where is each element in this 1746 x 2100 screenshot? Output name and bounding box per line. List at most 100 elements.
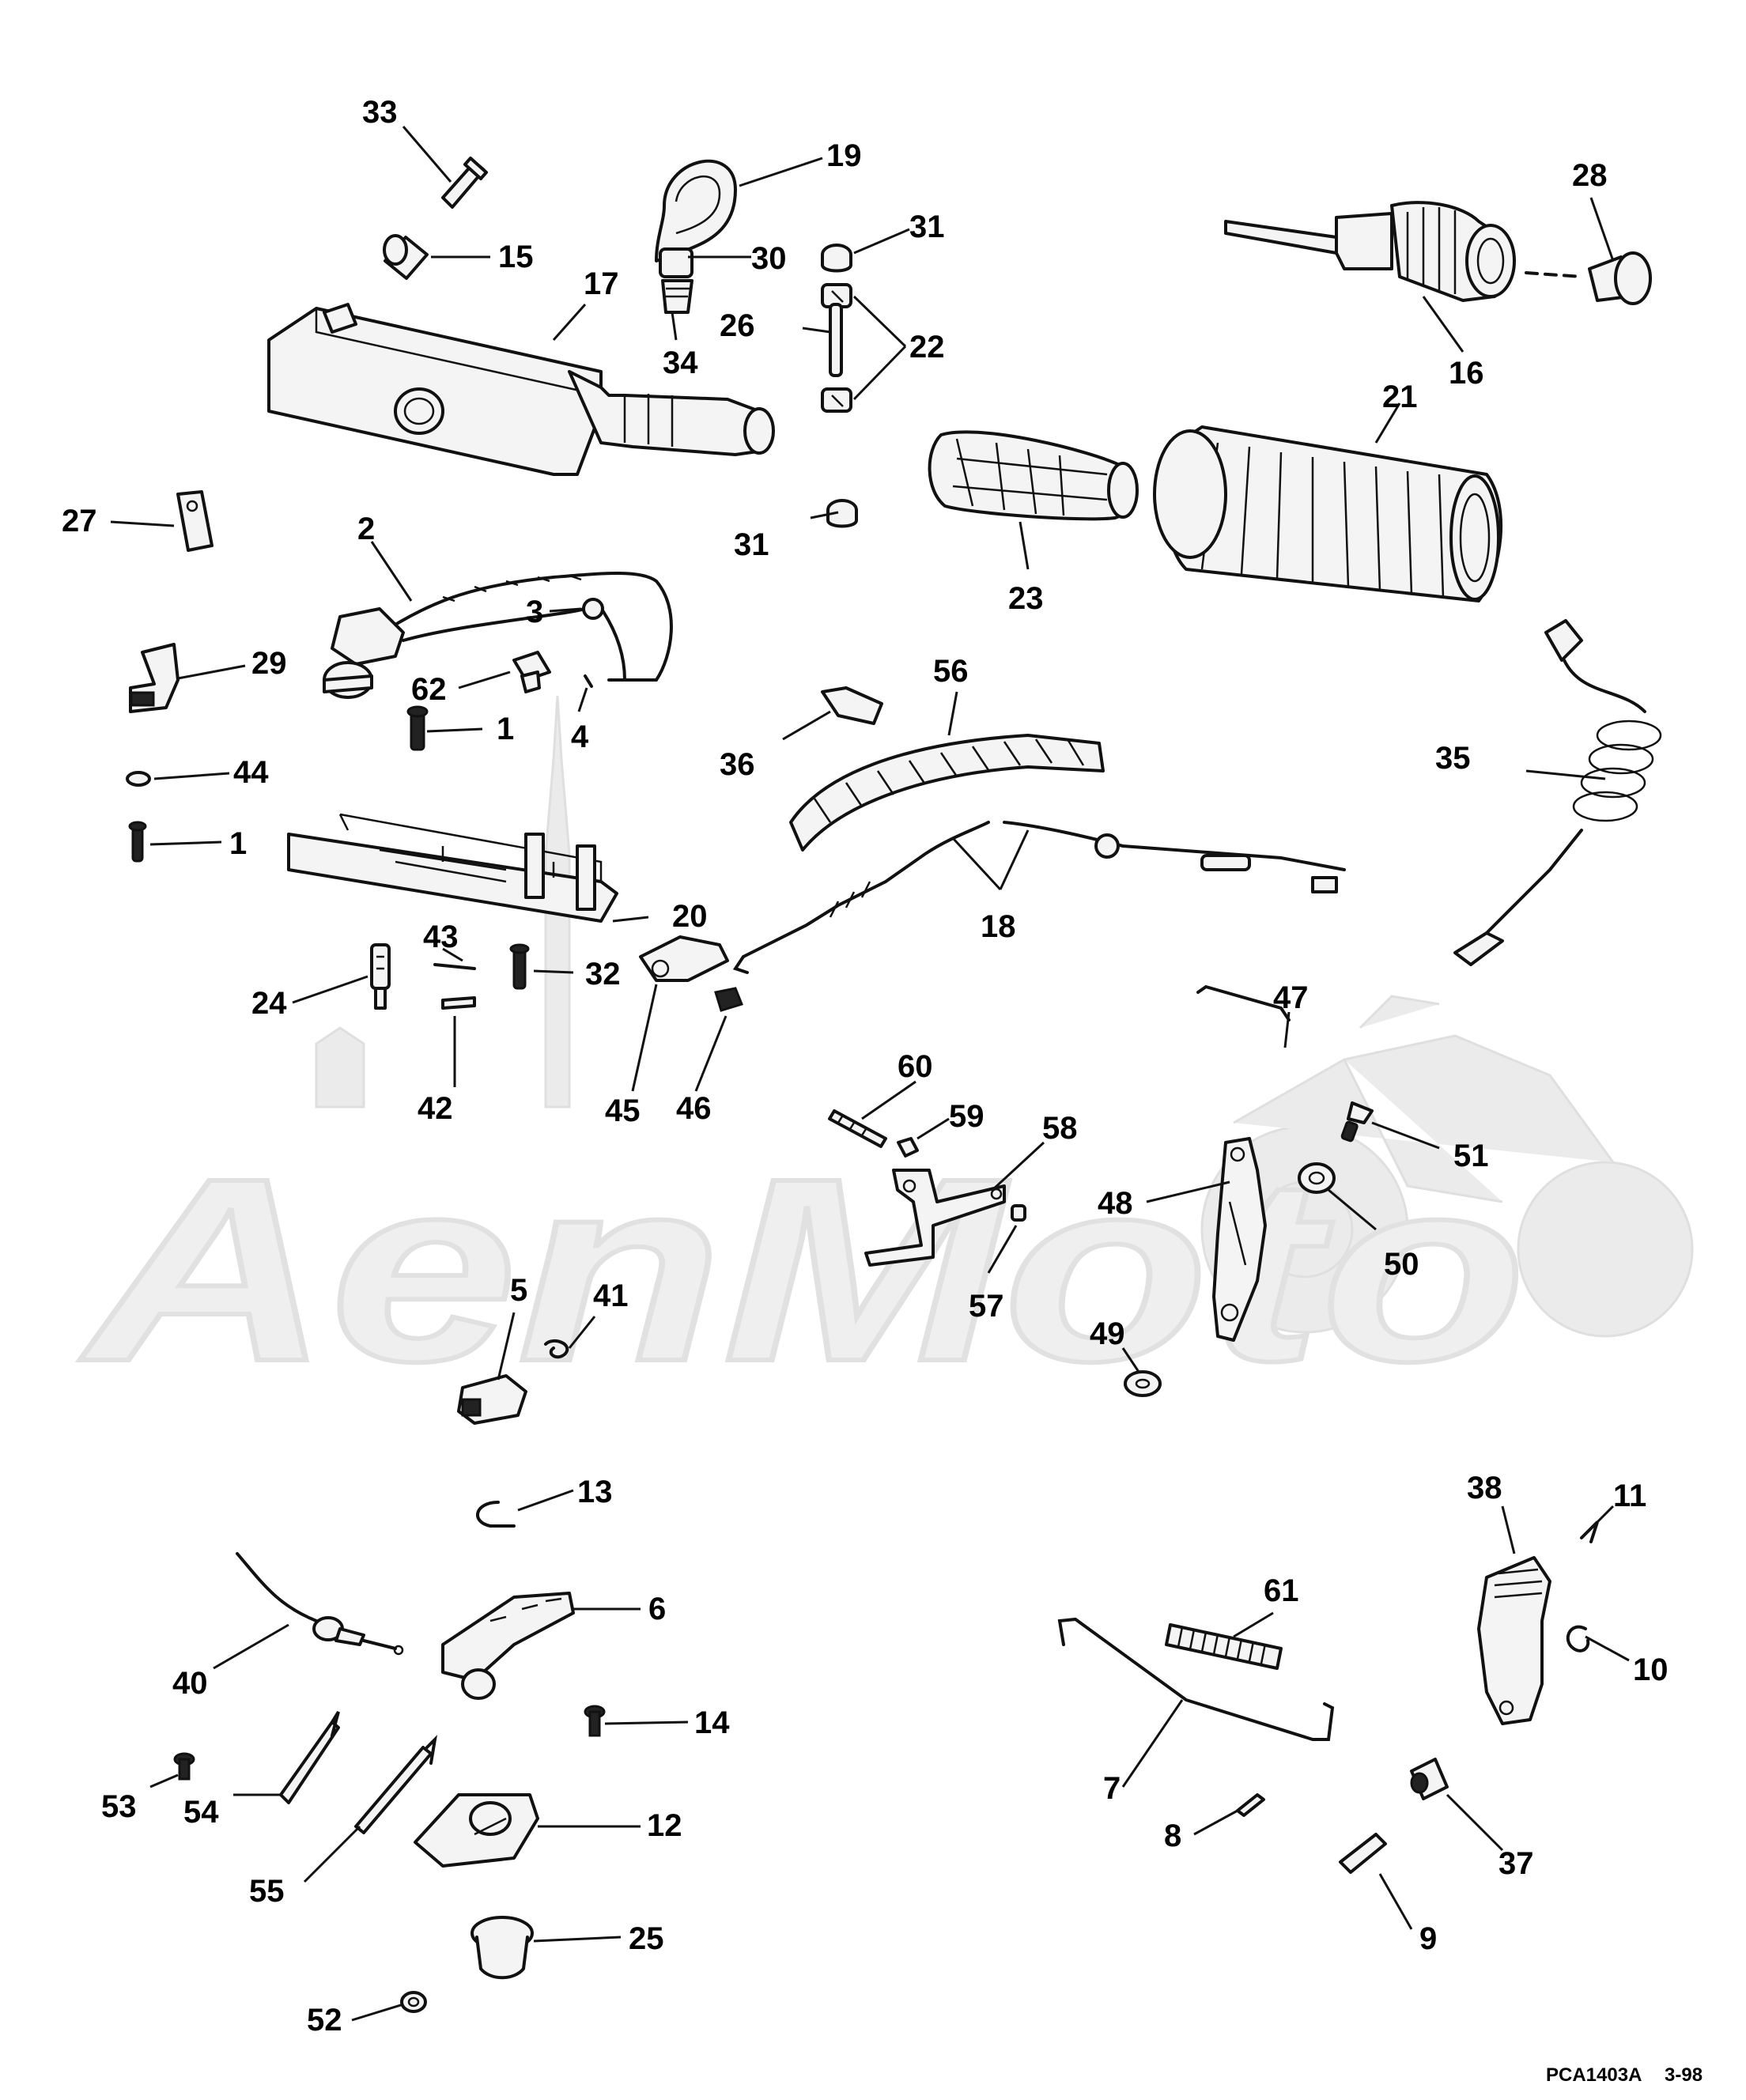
callout-47: 47 (1273, 980, 1309, 1015)
callout-20: 20 (672, 899, 708, 934)
part-40-cable (236, 1552, 404, 1656)
callout-11: 11 (1613, 1479, 1646, 1513)
callout-9: 9 (1419, 1921, 1437, 1956)
part-13-retaining-ring (476, 1501, 516, 1528)
callout-8: 8 (1164, 1819, 1181, 1853)
part-15-sleeve (383, 234, 429, 280)
callout-56: 56 (933, 654, 969, 689)
callout-32: 32 (585, 957, 621, 991)
part-31-nut-top (821, 244, 852, 273)
callout-44: 44 (233, 755, 269, 790)
callout-42: 42 (418, 1091, 453, 1126)
callout-14: 14 (694, 1705, 730, 1740)
part-2-stop-switch (323, 572, 673, 699)
part-58-bracket (864, 1169, 1006, 1267)
callout-62: 62 (411, 672, 447, 707)
part-45-bracket (639, 935, 729, 982)
part-1-screw-b (128, 821, 147, 863)
part-7-link-rod (1057, 1617, 1335, 1741)
figure-reference: PCA1403A 3-98 (1546, 2064, 1703, 2086)
callout-49: 49 (1090, 1316, 1125, 1351)
callout-1: 1 (497, 712, 514, 746)
callout-40: 40 (172, 1666, 208, 1701)
part-62-screw (512, 651, 551, 693)
assembly-line-16-28 (1525, 271, 1583, 278)
part-27-plate (176, 490, 214, 552)
part-12-bracket (414, 1793, 539, 1868)
callout-24: 24 (251, 986, 287, 1021)
callout-48: 48 (1098, 1186, 1133, 1221)
part-35-lanyard (1453, 619, 1662, 966)
callout-18: 18 (981, 909, 1016, 944)
callout-7: 7 (1103, 1771, 1121, 1806)
callout-17: 17 (584, 266, 619, 301)
part-53-screw (173, 1752, 195, 1781)
callout-26: 26 (720, 308, 755, 343)
part-32-screw (509, 943, 530, 990)
part-46-screw (714, 987, 743, 1012)
part-10-clip (1566, 1625, 1590, 1652)
part-16-throttle-tube (1224, 201, 1516, 302)
callout-51: 51 (1453, 1139, 1489, 1173)
part-23-grip-insert (928, 430, 1139, 521)
callout-35: 35 (1435, 741, 1471, 776)
callout-31: 31 (909, 210, 945, 244)
part-36-clip (821, 686, 883, 725)
callout-60: 60 (898, 1049, 933, 1084)
part-8-pin (1236, 1793, 1265, 1817)
part-44-washer (126, 771, 151, 787)
part-21-grip (1153, 425, 1503, 602)
part-1-screw-a (406, 705, 429, 751)
part-41-clip (544, 1339, 569, 1359)
callout-36: 36 (720, 747, 755, 782)
callout-31b: 31 (734, 527, 769, 562)
callout-2: 2 (357, 512, 375, 546)
part-55-link (354, 1735, 437, 1834)
part-48-lever-plate (1212, 1137, 1267, 1342)
part-22-insert-bottom (821, 387, 852, 413)
callout-53: 53 (101, 1789, 137, 1824)
part-20-base-plate (287, 813, 618, 923)
callout-19: 19 (826, 138, 862, 173)
part-59-nut (897, 1137, 919, 1158)
callout-numbers: 33 19 15 30 31 28 17 26 22 34 16 21 27 3… (62, 95, 1669, 2038)
part-61-spring (1165, 1623, 1283, 1670)
callout-38: 38 (1467, 1471, 1502, 1505)
part-31-nut-bottom (826, 499, 858, 528)
part-38-lever (1477, 1556, 1551, 1725)
callout-57: 57 (969, 1289, 1004, 1324)
callout-52: 52 (307, 2003, 342, 2038)
callout-29: 29 (251, 646, 287, 681)
watermark: AenMoto (74, 695, 1694, 1418)
part-25-bushing (471, 1916, 534, 1980)
callout-30: 30 (751, 241, 787, 276)
part-14-screw (584, 1705, 606, 1737)
callout-58: 58 (1042, 1111, 1078, 1146)
part-57-pin (1011, 1204, 1026, 1222)
callout-10: 10 (1633, 1652, 1669, 1687)
part-43-cotter-pin (433, 963, 476, 970)
callout-50: 50 (1384, 1247, 1419, 1282)
callout-59: 59 (949, 1099, 984, 1134)
date-code: 3-98 (1665, 2064, 1703, 2086)
callout-43: 43 (423, 920, 459, 954)
callout-37: 37 (1498, 1846, 1534, 1881)
callout-5: 5 (510, 1273, 527, 1308)
parts (126, 157, 1662, 2013)
callout-46: 46 (676, 1091, 712, 1126)
part-17-tiller-housing (267, 303, 775, 476)
callout-15: 15 (498, 240, 534, 274)
callout-6: 6 (648, 1592, 666, 1626)
part-4-lead (584, 674, 593, 688)
part-24-terminal (370, 943, 391, 1010)
callout-12: 12 (647, 1808, 682, 1843)
part-6-throttle-cam (441, 1592, 575, 1700)
part-47-link-rod (1196, 984, 1291, 1022)
part-28-end-cap (1588, 251, 1652, 305)
leader-lines (110, 126, 1630, 2022)
part-33-pin (441, 157, 488, 209)
callout-33: 33 (362, 95, 398, 130)
part-49-washer (1124, 1370, 1162, 1397)
part-37-nut (1410, 1758, 1449, 1800)
